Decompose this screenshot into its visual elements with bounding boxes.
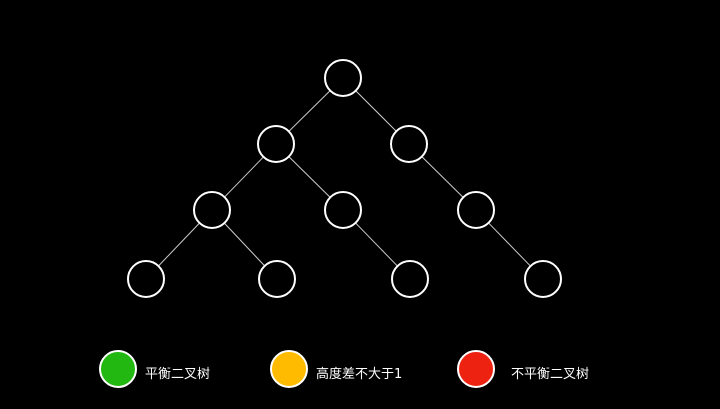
edge-n1-n3 — [355, 90, 397, 132]
edge-n6-n10 — [488, 222, 531, 267]
legend-swatches — [99, 350, 495, 388]
legend-swatch-balanced — [99, 350, 137, 388]
edge-n1-n2 — [288, 90, 331, 132]
tree-node-n4 — [193, 191, 231, 229]
tree-edges — [158, 90, 531, 267]
tree-node-n10 — [524, 260, 562, 298]
edge-n2-n4 — [224, 156, 264, 198]
tree-node-n3 — [390, 125, 428, 163]
tree-node-n2 — [257, 125, 295, 163]
tree-node-n1 — [324, 59, 362, 97]
legend-swatch-unbalanced — [457, 350, 495, 388]
legend-label-unbalanced: 不平衡二叉树 — [511, 367, 590, 382]
edge-n2-n5 — [288, 156, 331, 198]
edge-n4-n8 — [223, 222, 266, 267]
tree-node-n6 — [457, 191, 495, 229]
tree-node-n8 — [258, 260, 296, 298]
tree-node-n9 — [391, 260, 429, 298]
tree-node-n7 — [127, 260, 165, 298]
edge-n5-n9 — [355, 222, 398, 267]
edge-n3-n6 — [421, 156, 464, 198]
tree-node-n5 — [324, 191, 362, 229]
legend-swatch-height-diff — [270, 350, 308, 388]
edge-n4-n7 — [158, 222, 200, 267]
tree-nodes — [127, 59, 562, 298]
legend-label-height-diff: 高度差不大于1 — [316, 367, 403, 382]
legend-label-balanced: 平衡二叉树 — [145, 367, 211, 382]
